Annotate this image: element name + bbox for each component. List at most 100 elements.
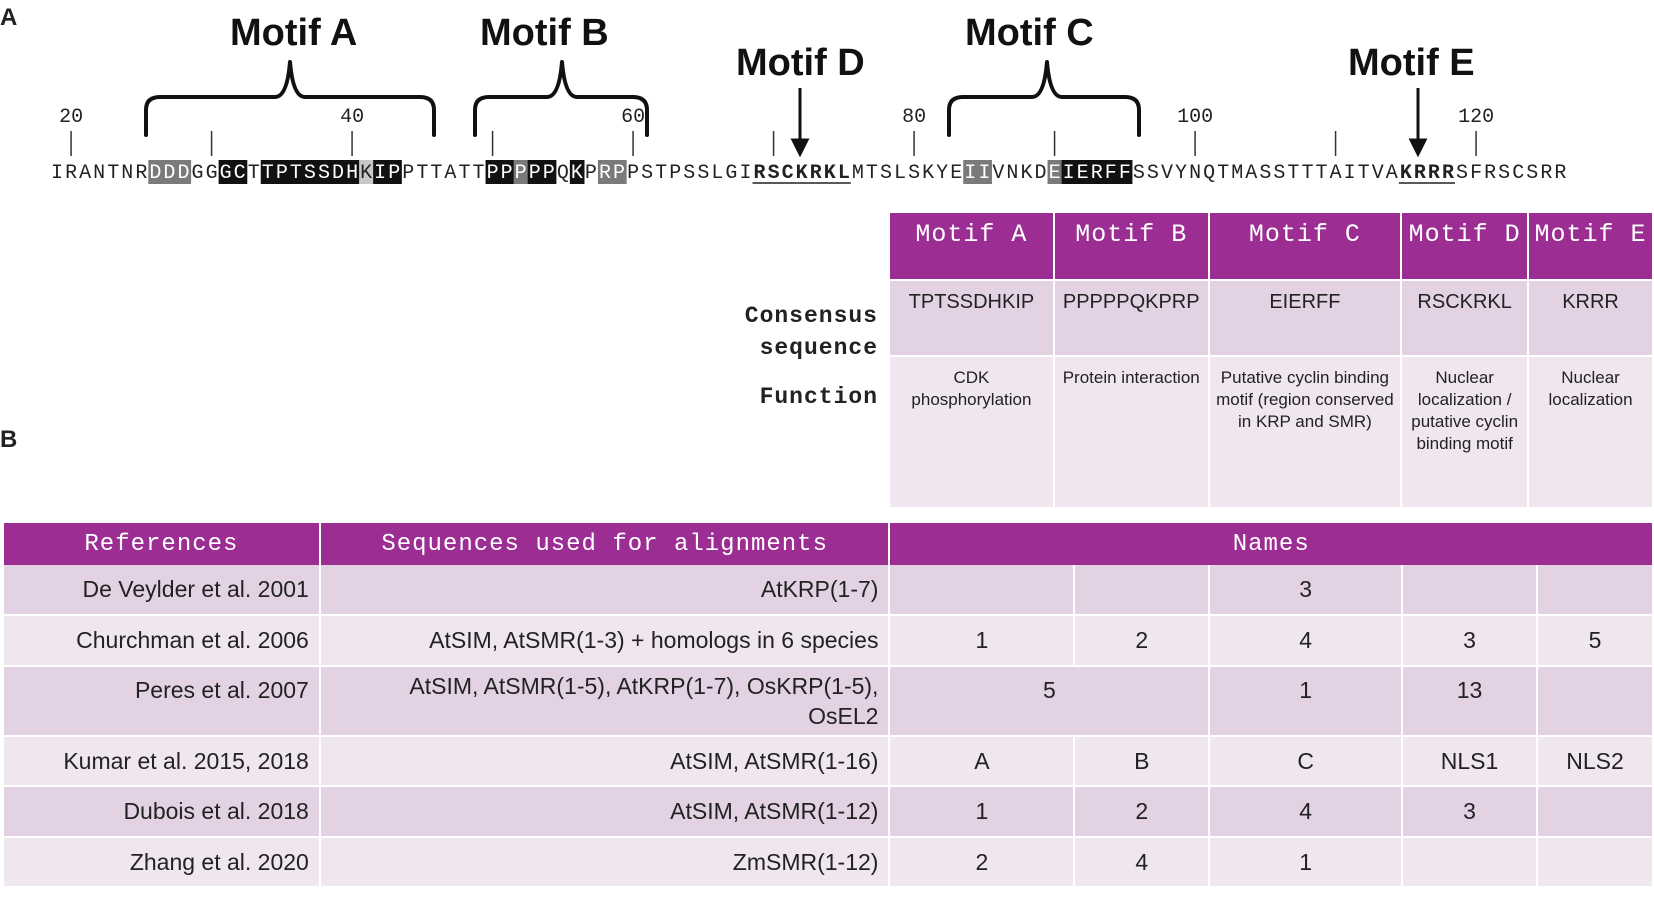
table-row: Peres et al. 2007 AtSIM, AtSMR(1-5), AtK… xyxy=(4,666,1654,737)
residue: R xyxy=(810,162,822,185)
residue: Y xyxy=(1175,162,1187,185)
residue: T xyxy=(866,162,878,185)
residue: K xyxy=(824,162,836,185)
residue: K xyxy=(796,162,808,185)
residue-highlight xyxy=(499,160,515,184)
sequences-cell: AtSIM, AtSMR(1-3) + homologs in 6 specie… xyxy=(319,615,891,667)
residue-highlight xyxy=(963,160,978,184)
name-cell-a: A xyxy=(889,736,1076,787)
residue: N xyxy=(121,162,133,185)
residue-highlight xyxy=(260,160,276,184)
residue-highlight xyxy=(387,160,402,184)
residue: S xyxy=(1273,162,1285,185)
residue: A xyxy=(79,162,91,185)
residue: S xyxy=(1147,162,1159,185)
motif-table: Motif A Motif B Motif C Motif D Motif E … xyxy=(890,213,1654,509)
residue-highlight xyxy=(1117,160,1133,184)
residue: R xyxy=(135,162,147,185)
residue: R xyxy=(1414,162,1426,185)
residue: E xyxy=(1077,162,1089,185)
residue: P xyxy=(613,162,625,185)
residue-highlight xyxy=(373,160,388,184)
ref-cell: Peres et al. 2007 xyxy=(4,666,321,737)
table-row: Zhang et al. 2020 ZmSMR(1-12) 2 4 1 xyxy=(4,837,1654,888)
name-cell-e xyxy=(1537,565,1654,616)
residue: Q xyxy=(557,162,569,185)
residue: V xyxy=(1372,162,1384,185)
residue: R xyxy=(1428,162,1440,185)
residue-highlight xyxy=(612,160,627,184)
motif-c-brace xyxy=(947,60,1141,137)
panel-label-a: A xyxy=(0,4,18,31)
name-cell-d xyxy=(1402,565,1538,616)
name-cell-d xyxy=(1402,837,1538,888)
residue-highlight xyxy=(1061,160,1077,184)
motif-d-arrowhead xyxy=(790,138,810,158)
sequences-cell: AtSIM, AtSMR(1-12) xyxy=(319,786,891,838)
residue: R xyxy=(1091,162,1103,185)
residue: K xyxy=(360,162,372,185)
residue: T xyxy=(1316,162,1328,185)
residue: P xyxy=(669,162,681,185)
residue: T xyxy=(1358,162,1370,185)
residue-highlight xyxy=(1089,160,1105,184)
name-cell-a: 1 xyxy=(889,786,1076,838)
residue-highlight xyxy=(176,160,192,184)
residue-highlight xyxy=(302,160,318,184)
name-cell-e: 5 xyxy=(1537,615,1654,667)
residue: P xyxy=(627,162,639,185)
ruler-label: 20 xyxy=(59,106,83,129)
residue-highlight xyxy=(359,160,374,184)
residue: P xyxy=(501,162,513,185)
residue: K xyxy=(1020,162,1032,185)
residue: R xyxy=(65,162,77,185)
residue: S xyxy=(1498,162,1510,185)
residue: T xyxy=(416,162,428,185)
residue: K xyxy=(1400,162,1412,185)
residue-highlight xyxy=(345,160,360,184)
residue: A xyxy=(1386,162,1398,185)
name-cell-c: 1 xyxy=(1209,837,1404,888)
residue: I xyxy=(1344,162,1356,185)
name-cell-b: 2 xyxy=(1074,786,1211,838)
sequences-cell: AtSIM, AtSMR(1-5), AtKRP(1-7), OsKRP(1-5… xyxy=(319,666,891,737)
residue: P xyxy=(543,162,555,185)
residue: T xyxy=(248,162,260,185)
residue-highlight xyxy=(288,160,304,184)
residue: T xyxy=(107,162,119,185)
ref-cell: Churchman et al. 2006 xyxy=(4,615,321,667)
residue: L xyxy=(894,162,906,185)
residue: T xyxy=(1287,162,1299,185)
residue: P xyxy=(585,162,597,185)
residue: R xyxy=(754,162,766,185)
sequences-cell: AtSIM, AtSMR(1-16) xyxy=(319,736,891,787)
residue: E xyxy=(950,162,962,185)
residue-highlight xyxy=(485,160,501,184)
residue: S xyxy=(880,162,892,185)
residue: G xyxy=(220,162,232,185)
name-cell-d: 3 xyxy=(1402,615,1538,667)
residue: Q xyxy=(1203,162,1215,185)
name-cell-c: 3 xyxy=(1209,565,1404,616)
residue: S xyxy=(318,162,330,185)
residue: S xyxy=(683,162,695,185)
residue: S xyxy=(908,162,920,185)
residue-highlight xyxy=(597,160,613,184)
residue: D xyxy=(1035,162,1047,185)
name-cell-c: C xyxy=(1209,736,1404,787)
residue: P xyxy=(388,162,400,185)
residue: L xyxy=(838,162,850,185)
motif-header-d: Motif D xyxy=(1401,213,1530,281)
residue: D xyxy=(149,162,161,185)
residue: T xyxy=(290,162,302,185)
ruler-label: 60 xyxy=(621,106,645,129)
motif-b-title: Motif B xyxy=(480,12,609,54)
name-cell-a: 2 xyxy=(889,837,1076,888)
name-cell-d: 3 xyxy=(1402,786,1538,838)
name-cell-e: NLS2 xyxy=(1537,736,1654,787)
residue: T xyxy=(1217,162,1229,185)
motif-a-brace xyxy=(144,60,436,137)
